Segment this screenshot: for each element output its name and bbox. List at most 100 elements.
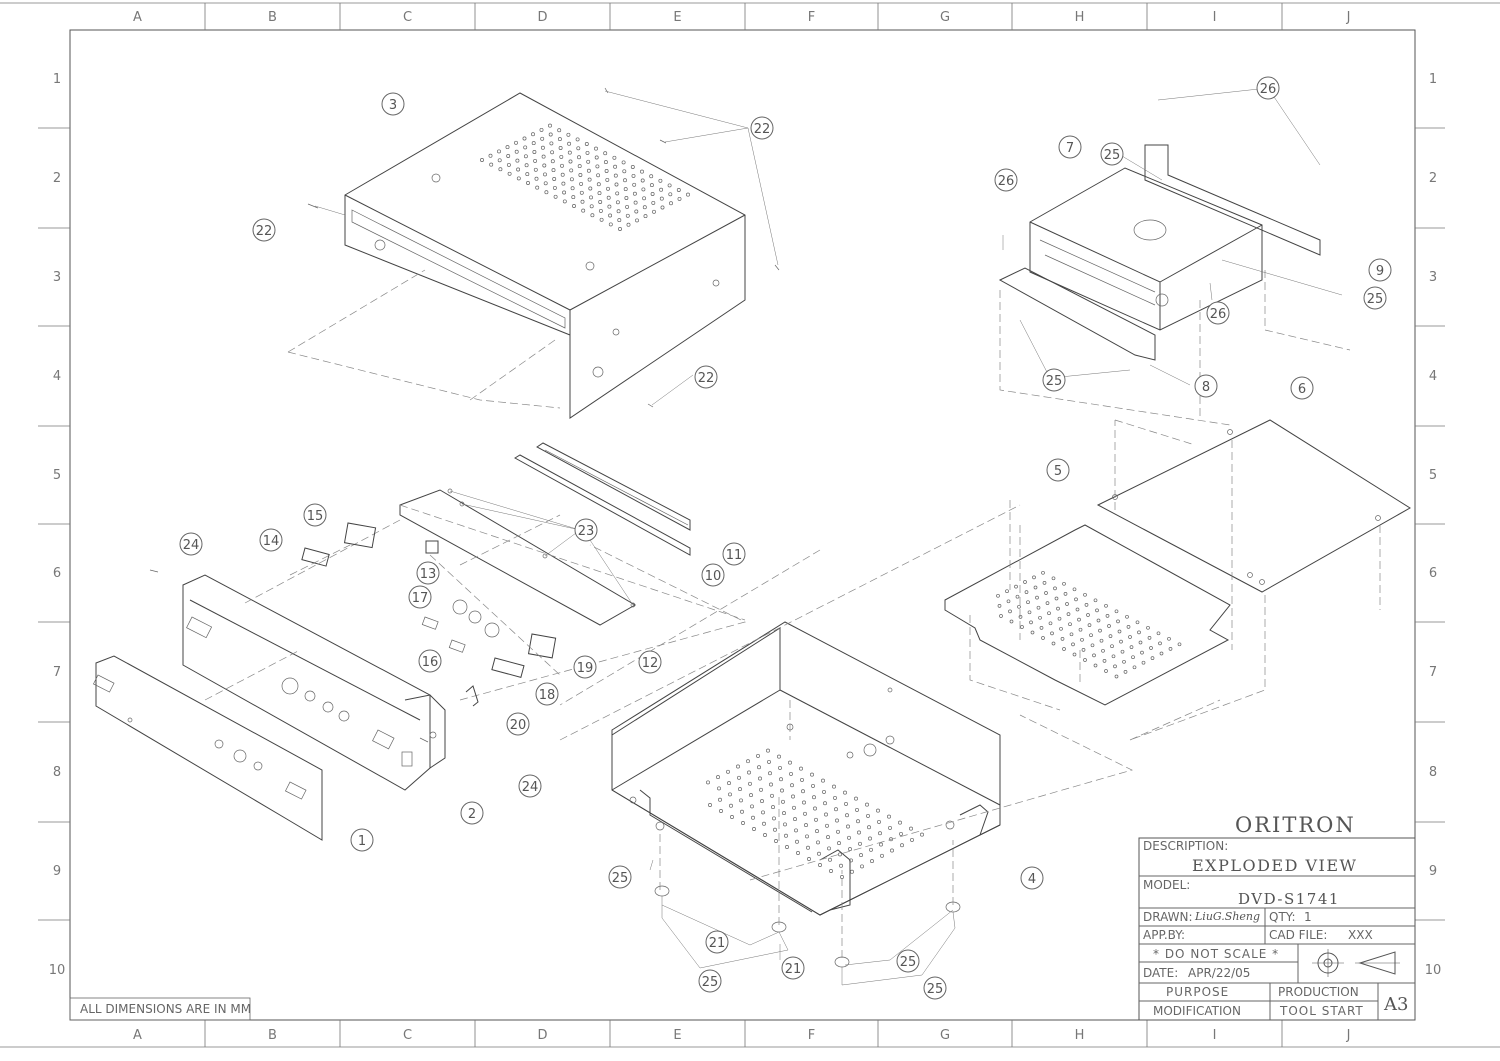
- qty-label: QTY:: [1269, 910, 1296, 924]
- front-bezel-part: [92, 655, 323, 841]
- callout-balloon: 9: [1368, 258, 1392, 282]
- callout-balloon: 5: [1046, 458, 1070, 482]
- row-label: 10: [1425, 963, 1442, 978]
- callout-label: 24: [183, 538, 200, 553]
- cover-alignment-line: [469, 339, 556, 401]
- row-label: 2: [53, 171, 61, 186]
- dimensions-note-box: [69, 997, 251, 1021]
- pcb-alignment-line: [1129, 525, 1381, 741]
- callout-balloon: 18: [535, 682, 559, 706]
- main-pcb-part: [1096, 419, 1411, 593]
- callout-label: 1: [358, 834, 366, 849]
- callout-label: 2: [468, 807, 476, 822]
- callout-label: 25: [927, 982, 944, 997]
- column-label: E: [673, 10, 681, 25]
- column-label: H: [1075, 1028, 1085, 1043]
- callout-label: 15: [307, 509, 324, 524]
- callout-label: 3: [389, 98, 397, 113]
- column-label: A: [133, 10, 142, 25]
- callout-label: 9: [1376, 264, 1384, 279]
- callout-label: 10: [705, 569, 722, 584]
- projection-symbol-icon: [1312, 949, 1400, 977]
- callout-label: 4: [1028, 872, 1036, 887]
- callout-balloon: 26: [1206, 301, 1230, 325]
- row-dividers: [38, 127, 1445, 921]
- component-alignment-line: [399, 504, 746, 676]
- tool-start-label: TOOL START: [1279, 1004, 1364, 1018]
- callout-label: 25: [1367, 292, 1384, 307]
- top-cover-part: [344, 92, 746, 419]
- callout-label: 18: [539, 688, 556, 703]
- callout-label: 25: [612, 871, 629, 886]
- callout-balloon: 20: [506, 712, 530, 736]
- callout-balloon: 25: [1363, 286, 1387, 310]
- callout-label: 25: [900, 955, 917, 970]
- callout-balloon: 26: [994, 168, 1018, 192]
- date-value: APR/22/05: [1188, 966, 1250, 980]
- callout-balloon: 25: [608, 865, 632, 889]
- callout-balloon: 7: [1058, 135, 1082, 159]
- row-label: 3: [1429, 270, 1437, 285]
- callout-label: 7: [1066, 141, 1074, 156]
- model-value: DVD-S1741: [1238, 890, 1340, 908]
- front-panel-part: [182, 574, 446, 791]
- column-label: B: [268, 10, 277, 25]
- callout-balloon: 17: [408, 585, 432, 609]
- column-label: F: [808, 10, 815, 25]
- row-label: 2: [1429, 171, 1437, 186]
- scale-note: * DO NOT SCALE *: [1153, 947, 1279, 961]
- callout-label: 19: [577, 661, 594, 676]
- callout-balloon: 12: [638, 650, 662, 674]
- row-label: 10: [49, 963, 66, 978]
- column-label: D: [537, 10, 547, 25]
- column-label: E: [673, 1028, 681, 1043]
- callout-label: 5: [1054, 464, 1062, 479]
- callout-balloon: 21: [781, 956, 805, 980]
- column-label: B: [268, 1028, 277, 1043]
- callout-label: 21: [709, 936, 726, 951]
- column-label: C: [403, 10, 412, 25]
- row-label: 9: [53, 864, 61, 879]
- callout-label: 17: [412, 591, 429, 606]
- callout-balloon: 16: [418, 649, 442, 673]
- feet-alignment-line: [659, 795, 954, 958]
- callout-balloon: 22: [750, 116, 774, 140]
- rail-parts: [513, 442, 691, 556]
- title-block: ORITRON DESCRIPTION: EXPLODED VIEW MODEL…: [1138, 813, 1416, 1021]
- screws-22: [307, 87, 780, 408]
- row-label: 8: [1429, 765, 1437, 780]
- column-label: I: [1213, 1028, 1217, 1043]
- row-label: 5: [53, 468, 61, 483]
- callout-label: 25: [702, 975, 719, 990]
- callout-balloon: 23: [574, 518, 598, 542]
- purpose-label: PURPOSE: [1166, 985, 1229, 999]
- callout-balloon: 8: [1194, 374, 1218, 398]
- feet-leader-lines: [649, 859, 956, 986]
- callout-balloon: 14: [259, 528, 283, 552]
- column-label: F: [808, 1028, 815, 1043]
- callout-label: 16: [422, 655, 439, 670]
- chassis-alignment-line: [789, 525, 1021, 740]
- callout-balloon: 25: [923, 976, 947, 1000]
- callout-label: 26: [998, 174, 1015, 189]
- row-label: 1: [1429, 72, 1437, 87]
- loader-alignment-line: [999, 290, 1231, 426]
- cad-file-label: CAD FILE:: [1269, 928, 1327, 942]
- approved-by-label: APP.BY:: [1143, 928, 1185, 942]
- cad-file-value: XXX: [1348, 928, 1373, 942]
- column-label: A: [133, 1028, 142, 1043]
- front-pcb-part: [399, 488, 636, 626]
- callout-label: 13: [420, 567, 437, 582]
- callout-label: 11: [726, 548, 743, 563]
- row-label: 8: [53, 765, 61, 780]
- dvd-loader-part: [998, 144, 1321, 361]
- row-label: 6: [1429, 566, 1437, 581]
- callout-label: 20: [510, 718, 527, 733]
- shield-plate-part: [944, 524, 1231, 706]
- pcb-alignment-line: [1114, 419, 1233, 650]
- callout-balloon: 1: [350, 828, 374, 852]
